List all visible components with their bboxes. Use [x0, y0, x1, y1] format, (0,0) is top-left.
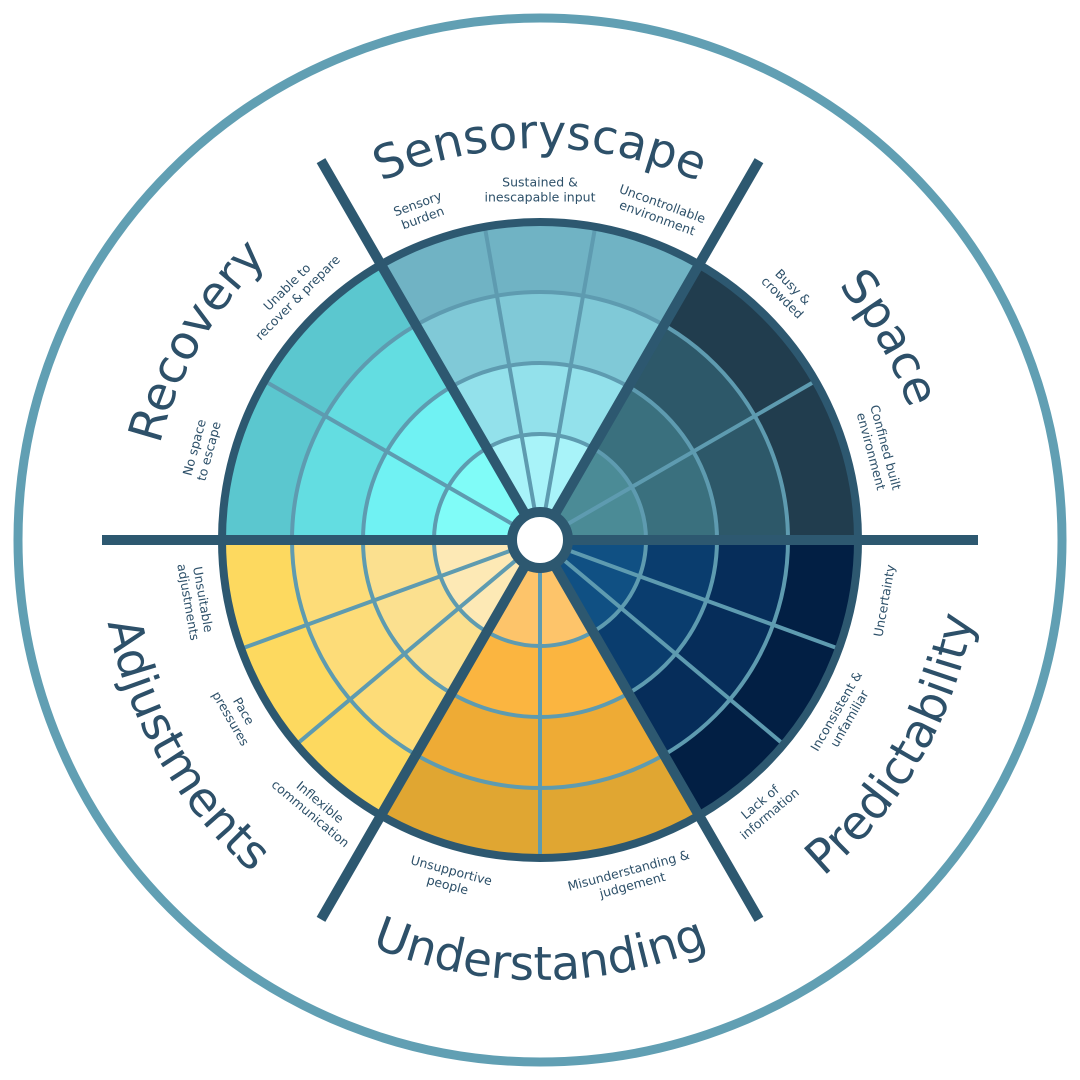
recovery-ring-2 — [292, 325, 452, 540]
recovery-sub-label: No spaceto escape — [179, 416, 224, 483]
sensoryscape-subdivider — [482, 226, 537, 511]
sub-label-line: Uncertainty — [870, 563, 898, 638]
space-subdivider — [564, 379, 817, 527]
sub-label-line: Sustained & — [502, 175, 578, 190]
recovery-ring-3 — [363, 386, 487, 540]
sensoryscape-ring-2 — [416, 292, 664, 387]
predictability-subdivider — [561, 557, 785, 746]
adjustments-subdivider — [240, 548, 513, 651]
sensoryscape-ring-3 — [451, 362, 629, 449]
sensoryscape-sub-label: Sensoryburden — [391, 188, 449, 234]
wheel-cells — [222, 221, 858, 858]
predictability-sub-label: Uncertainty — [870, 563, 898, 638]
space-ring-2 — [628, 325, 788, 540]
adjustments-subdivider — [295, 557, 519, 746]
adjustments-ring-2 — [292, 540, 452, 755]
understanding-title: Understanding — [367, 906, 713, 992]
space-title: Space — [829, 259, 950, 414]
sector-dividers — [102, 158, 978, 922]
understanding-title-text: Understanding — [367, 906, 713, 992]
recovery-subdivider — [263, 379, 516, 527]
adjustments-ring-1 — [222, 540, 416, 816]
sensoryscape-subdivider — [543, 226, 598, 511]
sub-label-line: inescapable input — [485, 190, 596, 205]
sensoryscape-ring-4 — [487, 433, 593, 540]
predictability-ring-3 — [593, 540, 717, 694]
space-sub-label: Confined builtenvironment — [853, 403, 905, 495]
predictability-ring-2 — [628, 540, 788, 755]
adjustments-sub-label: Unsuitableadjustments — [174, 560, 217, 642]
space-title-text: Space — [829, 259, 950, 414]
adjustments-ring-3 — [363, 540, 487, 694]
predictability-ring-1 — [664, 540, 858, 816]
understanding-sub-label: Unsupportivepeople — [405, 852, 494, 903]
space-ring-1 — [664, 264, 858, 540]
center-hub — [507, 507, 573, 573]
outer-ring — [13, 13, 1067, 1067]
recovery-ring-1 — [222, 264, 416, 540]
sensoryscape-sub-label: Sustained &inescapable input — [485, 175, 596, 205]
predictability-subdivider — [567, 548, 840, 651]
space-ring-3 — [593, 386, 717, 540]
sensoryscape-ring-1 — [381, 221, 699, 326]
